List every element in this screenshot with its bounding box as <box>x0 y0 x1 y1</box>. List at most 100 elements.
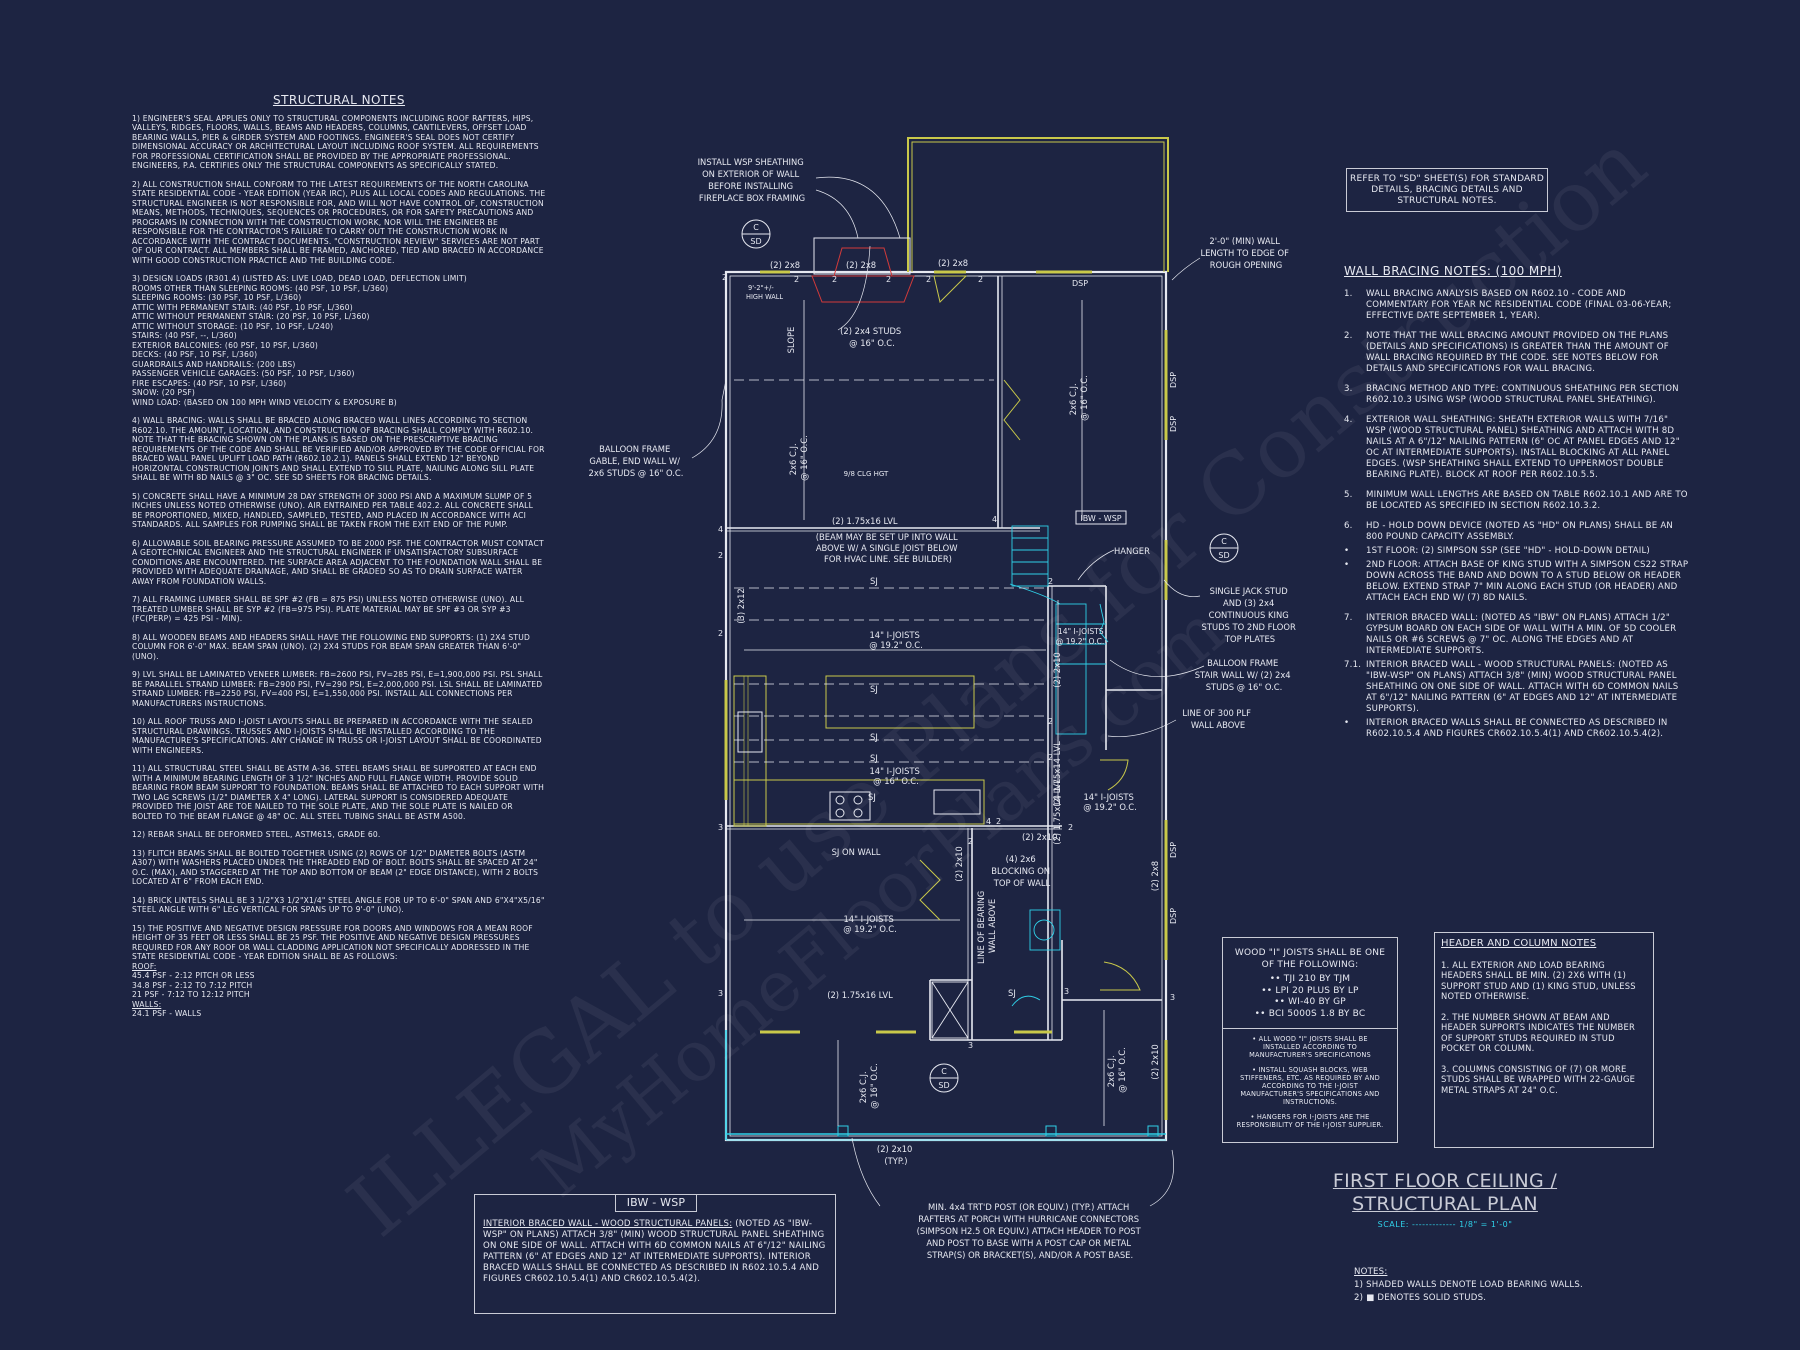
front-porch <box>725 1030 1166 1141</box>
door-swing <box>1100 961 1141 991</box>
stud-count: 2 <box>886 275 891 284</box>
callout-balloon-gable: BALLOON FRAME GABLE, END WALL W/ 2x6 STU… <box>589 444 684 478</box>
sj-label: SJ <box>1008 988 1016 998</box>
kitchen-counter-back <box>733 779 985 825</box>
stud-count: 3 <box>1170 993 1175 1002</box>
sheet-title: FIRST FLOOR CEILING / STRUCTURAL PLAN SC… <box>1320 1170 1570 1229</box>
house-inner-line <box>729 275 1163 1137</box>
stud-count: 4 <box>986 817 991 826</box>
callout-single-jack: SINGLE JACK STUD AND (3) 2x4 CONTINUOUS … <box>1202 586 1299 644</box>
wall-bracing-list: 1.WALL BRACING ANALYSIS BASED ON R602.10… <box>1344 289 1690 740</box>
note-12: 12) REBAR SHALL BE DEFORMED STEEL, ASTM6… <box>132 830 381 839</box>
bath-fixtures <box>931 909 1061 1039</box>
sj-on-wall: SJ ON WALL <box>832 847 881 857</box>
callout-wsp-fireplace: INSTALL WSP SHEATHING ON EXTERIOR OF WAL… <box>698 157 807 203</box>
cj-right: 2x6 C.J. @ 16" O.C. <box>1068 375 1089 421</box>
note-6: 6) ALLOWABLE SOIL BEARING PRESSURE ASSUM… <box>132 538 544 586</box>
toilet <box>1011 995 1041 1007</box>
scale-label: SCALE: ------------- 1/8" = 1'-0" <box>1377 1220 1513 1229</box>
plan-labels: INSTALL WSP SHEATHING ON EXTERIOR OF WAL… <box>589 157 1299 1260</box>
cj-left: 2x6 C.J. @ 16" O.C. <box>788 435 809 481</box>
sj-label: SJ <box>870 753 878 763</box>
note-7: 7) ALL FRAMING LUMBER SHALL BE SPF #2 (F… <box>132 595 525 623</box>
header-2x10: (2) 2x10 <box>954 846 964 881</box>
stud-counts: 2 2 2 2 2 2 4 4 2 2 3 3 2 2 2 4 2 3 3 3 … <box>718 273 1175 1050</box>
porch-post <box>837 1125 849 1137</box>
dsp-label: DSP <box>1169 416 1178 432</box>
joist-lines <box>734 379 1046 763</box>
wall-bracing-item: 5.MINIMUM WALL LENGTHS ARE BASED ON TABL… <box>1344 490 1688 511</box>
note-2: 2) ALL CONSTRUCTION SHALL CONFORM TO THE… <box>132 179 546 265</box>
bifold-door <box>919 859 941 921</box>
header-2x10: (2) 2x10 <box>1022 832 1057 842</box>
sd-label: SD <box>750 237 761 246</box>
sd-c-label: C <box>753 223 759 232</box>
header-column-notes: HEADER AND COLUMN NOTES 1. ALL EXTERIOR … <box>1434 932 1654 1148</box>
i-joist-notes: • ALL WOOD "I" JOISTS SHALL BE INSTALLED… <box>1236 1035 1384 1129</box>
sj-label: SJ <box>870 576 878 586</box>
note-3: 3) DESIGN LOADS (R301.4) (LISTED AS: LIV… <box>132 274 467 407</box>
house-outline <box>724 270 1168 1142</box>
stud-count: 2 <box>978 275 983 284</box>
wall-bracing-notes: WALL BRACING NOTES: (100 MPH) 1.WALL BRA… <box>1344 264 1690 743</box>
callout-post: MIN. 4x4 TRT'D POST (OR EQUIV.) (TYP.) A… <box>917 1202 1144 1260</box>
callout-plf: LINE OF 300 PLF WALL ABOVE <box>1182 708 1253 730</box>
stud-count: 2 <box>718 551 723 560</box>
bifold-door <box>1003 379 1021 441</box>
sd-c-label: C <box>1221 537 1227 546</box>
sj-label: SJ <box>870 732 878 742</box>
hanger-label: HANGER <box>1114 546 1150 556</box>
porch-post <box>1147 1125 1159 1137</box>
ibw-tag: IBW - WSP <box>1075 510 1127 525</box>
note-4: 4) WALL BRACING: WALLS SHALL BE BRACED A… <box>132 416 545 482</box>
stud-count: 2 <box>722 273 727 282</box>
joists-label: 14" I-JOISTS @ 19.2" O.C. <box>843 914 897 934</box>
leader-lines <box>691 176 1205 1207</box>
stud-count: 2 <box>968 837 973 846</box>
stud-count: 2 <box>718 629 723 638</box>
footnotes: NOTES: 1) SHADED WALLS DENOTE LOAD BEARI… <box>1354 1267 1583 1303</box>
upper-porch <box>907 137 1169 272</box>
fireplace-box <box>813 237 911 275</box>
dsp-label: DSP <box>1169 908 1178 924</box>
porch-wall-inner <box>911 141 1165 272</box>
stud-count: 4 <box>992 515 997 524</box>
i-joist-options: WOOD "I" JOISTS SHALL BE ONE OF THE FOLL… <box>1223 938 1397 1029</box>
header-2x8-right: (2) 2x8 <box>1150 861 1160 891</box>
wall-bracing-title: WALL BRACING NOTES: (100 MPH) <box>1344 264 1562 278</box>
refer-sd-text: REFER TO "SD" SHEET(S) FOR STANDARD DETA… <box>1350 173 1544 206</box>
cj-porch: 2x6 C.J. @ 16" O.C. <box>1106 1047 1127 1093</box>
wall-bracing-item: 1.WALL BRACING ANALYSIS BASED ON R602.10… <box>1344 289 1672 321</box>
span-arrows <box>744 300 1105 1126</box>
ibw-wsp-title: IBW - WSP <box>615 1194 697 1212</box>
lvl-beam-1: (2) 1.75x16 LVL <box>832 516 898 526</box>
fireplace-hearth <box>833 247 893 277</box>
i-joist-box: WOOD "I" JOISTS SHALL BE ONE OF THE FOLL… <box>1222 937 1398 1143</box>
structural-notes-title: STRUCTURAL NOTES <box>272 93 406 107</box>
joists-label: 14" I-JOISTS @ 16" O.C. <box>869 766 922 786</box>
interior-walls <box>726 276 1162 1041</box>
line-of-bearing: LINE OF BEARING WALL ABOVE <box>976 888 997 964</box>
stud-count: 2 <box>1048 577 1053 586</box>
callout-balloon-stair: BALLOON FRAME STAIR WALL W/ (2) 2x4 STUD… <box>1195 658 1294 692</box>
dsp-label: DSP <box>1072 279 1088 288</box>
stud-count: 3 <box>718 823 723 832</box>
kitchen-island <box>825 675 975 729</box>
note-15: 15) THE POSITIVE AND NEGATIVE DESIGN PRE… <box>132 923 533 1019</box>
kitchen-sink <box>737 711 763 753</box>
lvl-beam-4: (2) 1.75x16 LVL <box>827 990 893 1000</box>
header-2x10-right: (2) 2x10 <box>1150 1044 1160 1079</box>
note-10: 10) ALL ROOF TRUSS AND I-JOIST LAYOUTS S… <box>132 717 542 755</box>
load-bearing-walls <box>724 270 1168 1120</box>
callout-beam-note: (BEAM MAY BE SET UP INTO WALL ABOVE W/ A… <box>816 532 961 564</box>
stud-count: 3 <box>1064 987 1069 996</box>
wall-bracing-item: •2ND FLOOR: ATTACH BASE OF KING STUD WIT… <box>1344 560 1689 603</box>
fireplace-firebox <box>811 275 915 303</box>
stud-count: 2 <box>1068 823 1073 832</box>
shower <box>931 981 969 1039</box>
door-swing <box>933 275 968 303</box>
wall-bracing-item: 2.NOTE THAT THE WALL BRACING AMOUNT PROV… <box>1344 331 1669 374</box>
sd-label: SD <box>938 1081 949 1090</box>
stair-upper-run <box>1011 525 1049 587</box>
